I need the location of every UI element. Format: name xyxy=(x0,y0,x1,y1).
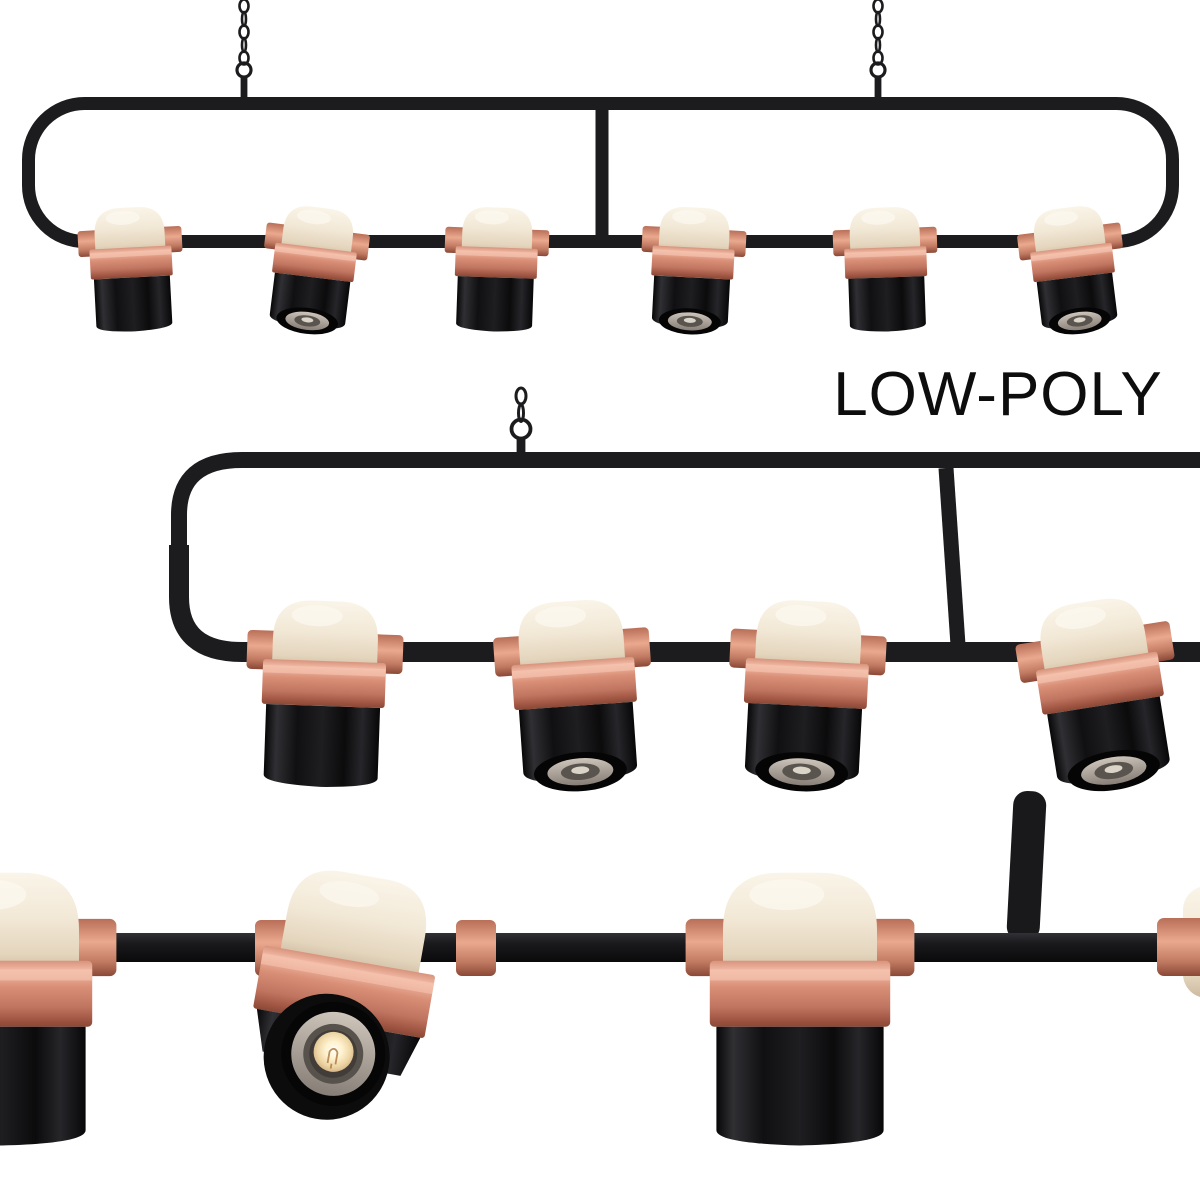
frame-connector xyxy=(938,467,966,646)
bulb xyxy=(313,1031,354,1072)
chain-stem xyxy=(516,438,526,464)
chain-stem xyxy=(240,76,248,104)
frame-light-rail xyxy=(169,545,1200,662)
hanging-chain-right xyxy=(869,0,887,104)
view-zoomed-section xyxy=(169,386,1200,802)
hanging-chain-left xyxy=(235,0,253,104)
low-poly-label: LOW-POLY xyxy=(833,360,1163,429)
view-closeup-detail xyxy=(0,790,1200,1146)
edge-copper-clamp xyxy=(1157,918,1200,976)
diffuser-dome xyxy=(279,870,427,982)
rail xyxy=(0,933,1168,962)
lamp-frame xyxy=(22,97,1179,248)
view-full-fixture xyxy=(22,0,1179,341)
frame-top-rail xyxy=(171,452,1200,560)
copper-clamp xyxy=(456,920,496,976)
chain-stem xyxy=(874,76,882,104)
rail-stem xyxy=(1006,790,1047,942)
spotlight-tilted-lit xyxy=(253,870,435,1120)
bulb-filament xyxy=(326,1048,339,1069)
hanging-chain-center xyxy=(509,386,533,464)
